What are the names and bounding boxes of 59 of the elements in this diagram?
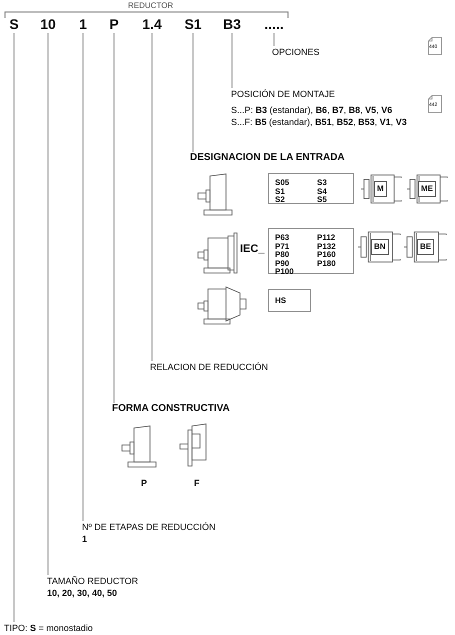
section-label: POSICIÓN DE MONTAJE	[231, 88, 335, 100]
motor-drawing	[406, 173, 448, 205]
option-text: 10, 20, 30, 40, 50	[47, 587, 118, 599]
code-text: P90	[275, 258, 290, 268]
section-heading: DESIGNACION DE LA ENTRADA	[190, 152, 345, 164]
option-text: S...F: B5 (estandar), B51, B52, B53, V1, V3	[231, 116, 407, 128]
section-label: OPCIONES	[272, 46, 320, 58]
section-heading: FORMA CONSTRUCTIVA	[112, 403, 230, 415]
code-text: P132	[317, 242, 336, 251]
code-list-box	[268, 228, 354, 274]
motor-drawing	[403, 230, 447, 264]
motor-label: ME	[418, 181, 436, 197]
leader-line	[47, 33, 49, 575]
code-character: P	[109, 16, 119, 32]
heading-label: REDUCTOR	[128, 1, 174, 10]
motor-label: M	[374, 181, 387, 197]
code-text: P71	[275, 242, 290, 251]
code-text: P112	[317, 233, 336, 242]
code-character: 1	[79, 16, 87, 32]
motor-label: BN	[371, 239, 389, 255]
code-text: S4	[317, 186, 327, 196]
code-list-box	[268, 173, 354, 204]
section-label: RELACION DE REDUCCIÓN	[150, 361, 268, 373]
form-label: P	[141, 478, 148, 488]
section-label: Nº DE ETAPAS DE REDUCCIÓN	[82, 521, 216, 533]
motor-drawing	[357, 230, 401, 264]
leader-line	[82, 33, 84, 521]
code-text: P63	[275, 233, 290, 242]
prefix-label: IEC_	[240, 243, 264, 255]
code-text: P180	[317, 258, 336, 268]
code-character: S	[9, 16, 19, 32]
code-text: S2	[275, 195, 285, 204]
code-character: 1.4	[142, 16, 162, 32]
code-character: .....	[264, 16, 284, 32]
code-text: S5	[317, 195, 327, 204]
motor-drawing	[360, 173, 402, 205]
code-text: P80	[275, 250, 290, 260]
code-list-box	[268, 289, 311, 312]
code-text: S3	[317, 178, 327, 188]
leader-line	[13, 33, 15, 622]
code-text: S1	[275, 186, 285, 196]
leader-line	[273, 33, 275, 46]
code-text: S05	[275, 178, 290, 188]
option-text: 1	[82, 533, 88, 545]
code-text: HS	[275, 296, 286, 306]
leader-line	[151, 33, 153, 361]
leader-line	[192, 33, 194, 152]
option-text: S...P: B3 (estandar), B6, B7, B8, V5, V6	[231, 104, 392, 116]
code-character: S1	[184, 16, 202, 32]
code-character: 10	[40, 16, 56, 32]
description-text: TIPO: S = monostadio	[4, 622, 93, 634]
form-label: F	[194, 478, 200, 488]
code-character: B3	[223, 16, 241, 32]
leader-line	[113, 33, 115, 403]
motor-label: BE	[417, 239, 434, 255]
code-text: P160	[317, 250, 336, 260]
section-label: TAMAÑO REDUCTOR	[47, 575, 138, 587]
code-text: P100	[275, 267, 294, 276]
leader-line	[231, 33, 233, 88]
